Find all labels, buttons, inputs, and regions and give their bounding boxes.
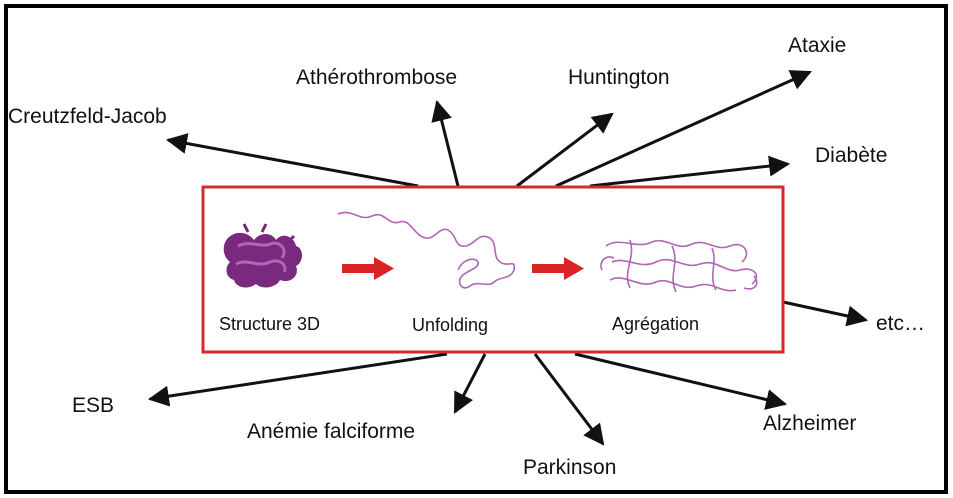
arrow-atherothrombose (437, 102, 458, 186)
arrow-alzheimer (575, 354, 785, 404)
disease-label-alzheimer: Alzheimer (763, 412, 856, 435)
stage-label-structure-3d: Structure 3D (219, 314, 320, 334)
stage-label-agregation: Agrégation (612, 314, 699, 334)
arrow-creutzfeld-jacob (168, 140, 418, 186)
arrow-etc (783, 302, 866, 320)
arrow-huntington (517, 114, 612, 186)
arrow-diabete (590, 164, 788, 186)
disease-label-anemie-falciforme: Anémie falciforme (247, 420, 415, 443)
disease-label-etc: etc… (876, 312, 925, 335)
disease-label-creutzfeld-jacob: Creutzfeld-Jacob (8, 105, 167, 128)
disease-label-atherothrombose: Athérothrombose (296, 66, 457, 89)
arrow-parkinson (535, 354, 603, 444)
disease-label-diabete: Diabète (815, 144, 887, 167)
disease-label-huntington: Huntington (568, 66, 670, 89)
stage-label-unfolding: Unfolding (412, 315, 488, 335)
arrow-esb (150, 354, 447, 399)
arrow-anemie-falciforme (455, 354, 485, 412)
disease-label-parkinson: Parkinson (523, 456, 616, 479)
disease-label-ataxie: Ataxie (788, 34, 846, 57)
disease-label-esb: ESB (72, 394, 114, 417)
